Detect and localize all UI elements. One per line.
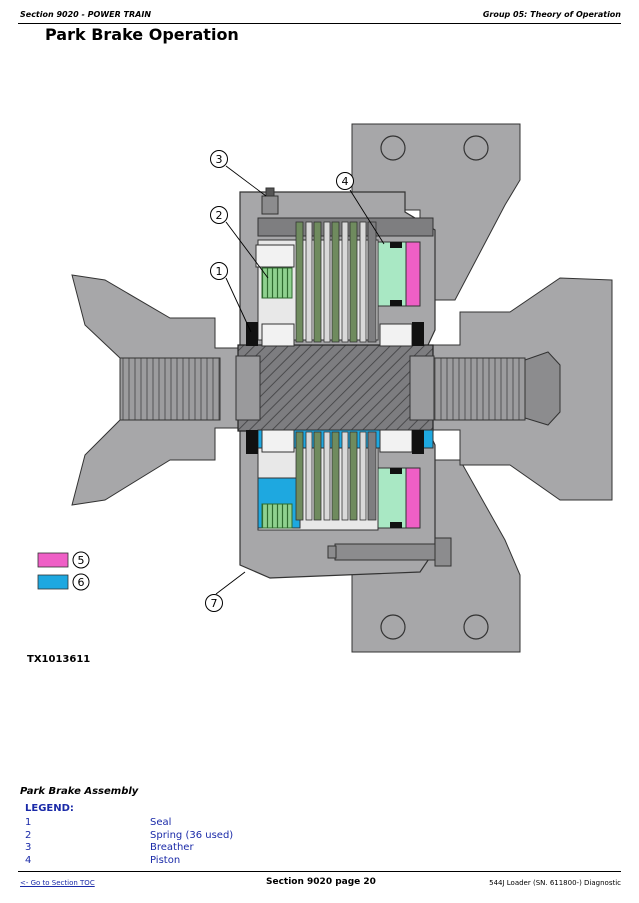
legend-description: Seal [150,817,172,828]
legend-description: Piston [150,854,181,866]
upper-disc-pack [295,221,377,343]
legend-item: 1 Seal [25,817,385,830]
callout-2: 2 [210,206,228,224]
callout-7: 7 [205,594,223,612]
upper-seal-right [412,322,424,346]
svg-text:5: 5 [78,554,85,567]
figure-id: TX1013611 [27,654,91,665]
legend-item: 2 Spring (36 used) [25,830,385,843]
key-swatch-blue [37,574,69,590]
model-info: 544J Loader (SN. 611800-) Diagnostic [489,879,621,887]
page-header: Section 9020 - POWER TRAIN Group 05: The… [18,6,621,24]
svg-text:1: 1 [216,265,223,278]
right-spline [432,357,526,421]
callout-4: 4 [336,172,354,190]
legend-number: 4 [25,854,32,866]
page-title: Park Brake Operation [45,25,239,44]
bolt-tip [327,545,337,559]
legend-number: 1 [25,817,32,828]
lower-bearing-right [379,429,413,453]
upper-spring [261,267,293,299]
page-footer: <- Go to Section TOC Section 9020 page 2… [18,871,621,892]
legend-description: Breather [150,842,194,853]
lower-bearing-left [261,429,295,453]
svg-text:4: 4 [342,175,349,188]
upper-bearing-left [261,323,295,347]
legend-description: Spring (36 used) [150,829,234,841]
upper-spring-seat [255,244,295,268]
legend-number: 3 [25,842,32,853]
lower-bolt-hole-left [380,614,406,640]
upper-pressure-chamber [405,241,421,307]
upper-piston-seal [390,242,402,248]
section-toc-link[interactable]: <- Go to Section TOC [20,879,95,887]
lower-bolt-hole-right [463,614,489,640]
left-spline [119,357,221,421]
lower-piston-seal-2 [390,522,402,528]
callout-1: 1 [210,262,228,280]
lower-seal-left [246,430,258,454]
yoke-nut [524,351,561,426]
upper-piston-seal-2 [390,300,402,306]
upper-bolt-hole-left [380,135,406,161]
breather-cap [265,187,275,197]
breather [261,195,279,215]
lower-piston-seal [390,468,402,474]
lower-disc-pack [295,431,377,521]
shaft-end-right [409,355,435,421]
callout-leaders [215,165,385,595]
bolt-head [434,537,452,567]
svg-text:7: 7 [211,597,218,610]
figure-caption: Park Brake Assembly [20,786,139,797]
output-shaft [237,344,434,432]
upper-bolt-hole-right [463,135,489,161]
legend-item: 3 Breather [25,842,385,855]
callout-5: 5 [72,551,90,569]
svg-text:6: 6 [78,576,85,589]
lower-seal-right [412,430,424,454]
callout-6: 6 [72,573,90,591]
group-title: Group 05: Theory of Operation [482,10,621,19]
lower-pressure-chamber [405,467,421,529]
legend-title: LEGEND: [25,803,74,814]
lower-spring [261,503,293,529]
section-title: Section 9020 - POWER TRAIN [20,10,152,19]
key-swatch-pink [37,552,69,568]
svg-text:3: 3 [216,153,223,166]
legend-item: 4 Piston [25,855,385,868]
legend-list: 1 Seal 2 Spring (36 used) 3 Breather 4 P… [25,817,385,867]
svg-text:2: 2 [216,209,223,222]
shaft-end-left [235,355,261,421]
page-number: Section 9020 page 20 [266,877,376,887]
upper-bearing-right [379,323,413,347]
callout-3: 3 [210,150,228,168]
legend-number: 2 [25,829,32,841]
mounting-bolt [334,543,436,561]
